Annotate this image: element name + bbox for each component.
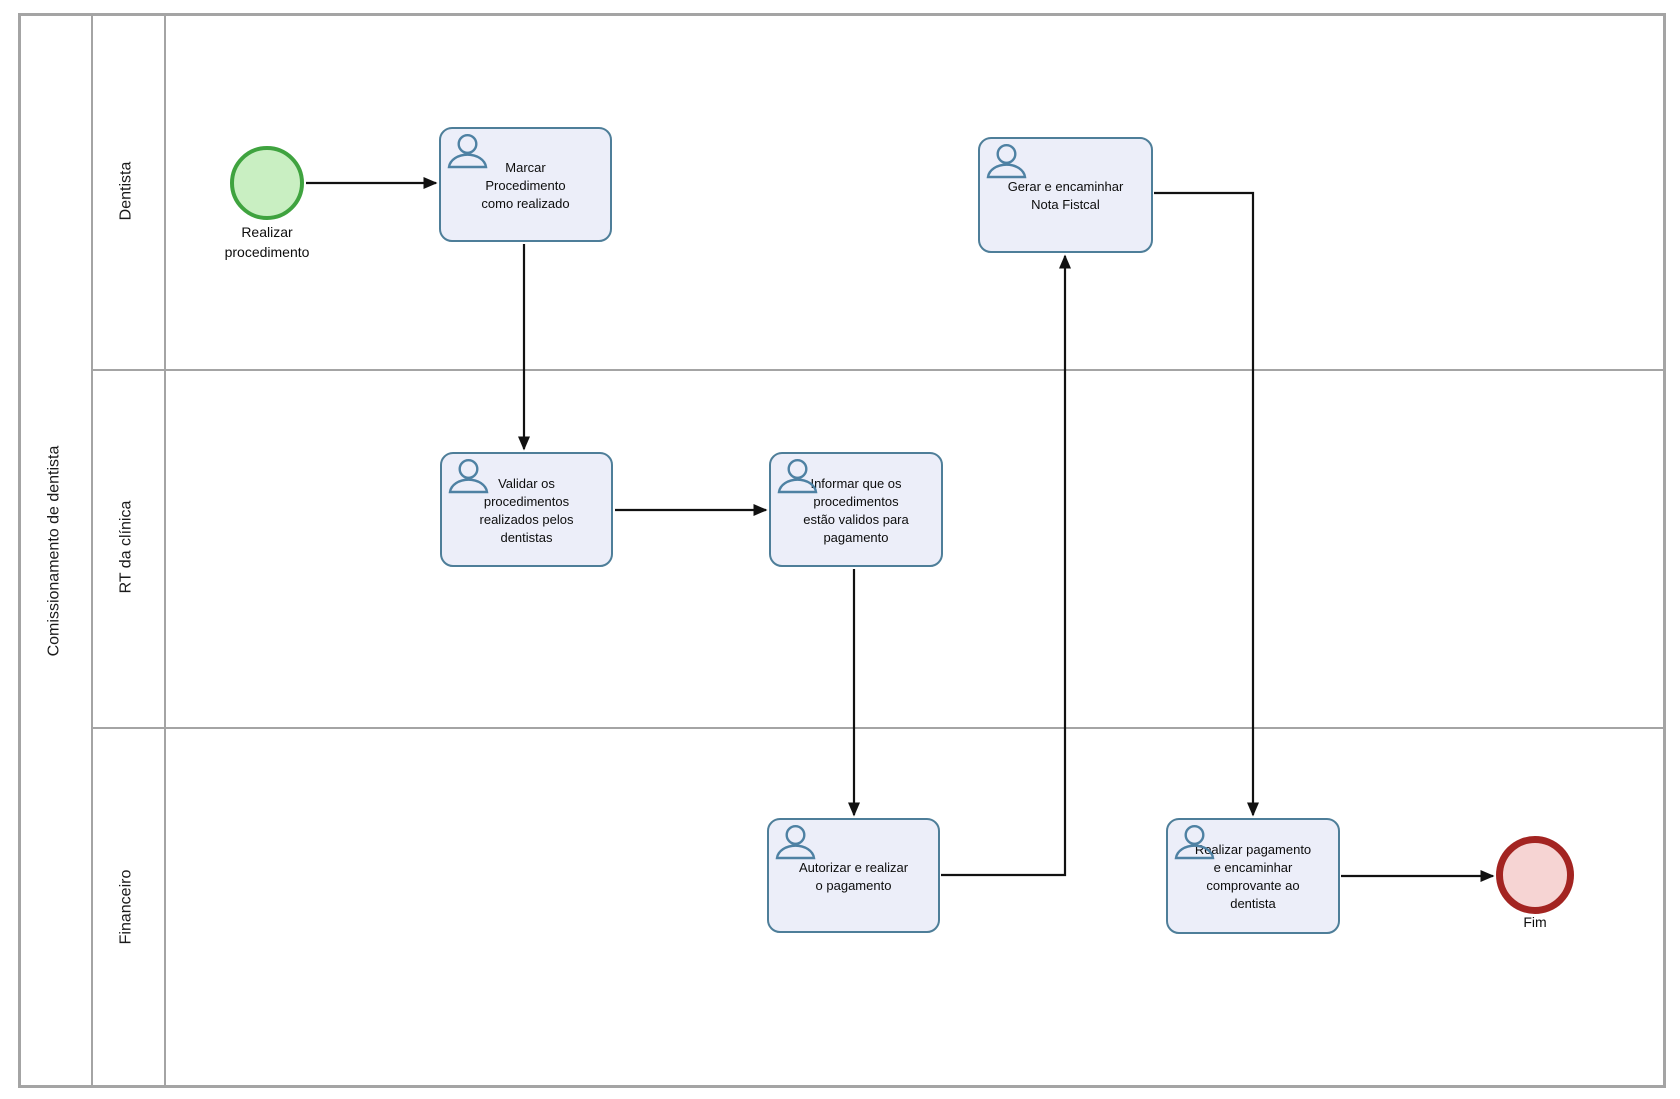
user-icon <box>986 143 1027 179</box>
task-label: Informar que os procedimentos estão vali… <box>803 475 909 545</box>
pool-header: Comissionamento de dentista <box>18 13 90 1088</box>
lane-title: Dentista <box>117 161 135 220</box>
task-label: Marcar Procedimento como realizado <box>481 159 570 211</box>
end-event[interactable] <box>1496 836 1574 914</box>
task-autorizar-pagamento[interactable]: Autorizar e realizar o pagamento <box>767 818 940 933</box>
task-label: Validar os procedimentos realizados pelo… <box>479 475 574 545</box>
sequence-flow-6[interactable] <box>1154 191 1259 817</box>
lane-title: RT da clínica <box>117 500 135 594</box>
lane-rt-da-clinica: RT da clínica <box>90 368 163 726</box>
user-icon <box>448 458 489 494</box>
user-icon <box>447 133 488 169</box>
user-icon <box>777 458 818 494</box>
lane-divider-1 <box>91 369 1663 371</box>
pool-header-divider <box>91 16 93 1085</box>
lane-title: Financeiro <box>117 869 135 945</box>
sequence-flow-5[interactable] <box>941 254 1071 877</box>
task-label: Gerar e encaminhar Nota Fistcal <box>1007 179 1124 212</box>
task-realizar-pagamento[interactable]: Realizar pagamento e encaminhar comprova… <box>1166 818 1340 934</box>
pool-title: Comissionamento de dentista <box>45 445 62 656</box>
task-gerar-nota-fiscal[interactable]: Gerar e encaminhar Nota Fistcal <box>978 137 1153 253</box>
task-marcar-procedimento[interactable]: Marcar Procedimento como realizado <box>439 127 612 242</box>
start-event[interactable] <box>230 146 304 220</box>
task-label: Realizar pagamento e encaminhar comprova… <box>1194 842 1312 911</box>
lane-header-divider <box>164 16 166 1085</box>
task-label: Autorizar e realizar o pagamento <box>798 859 909 893</box>
lane-dentista: Dentista <box>90 13 163 368</box>
lane-divider-2 <box>91 727 1663 729</box>
end-event-label: Fim <box>1523 914 1547 930</box>
user-icon <box>775 824 816 860</box>
task-validar-procedimentos[interactable]: Validar os procedimentos realizados pelo… <box>440 452 613 567</box>
user-icon <box>1174 824 1215 860</box>
start-event-label: Realizar procedimento <box>224 224 310 260</box>
task-informar-validos[interactable]: Informar que os procedimentos estão vali… <box>769 452 943 567</box>
lane-financeiro: Financeiro <box>90 726 163 1088</box>
